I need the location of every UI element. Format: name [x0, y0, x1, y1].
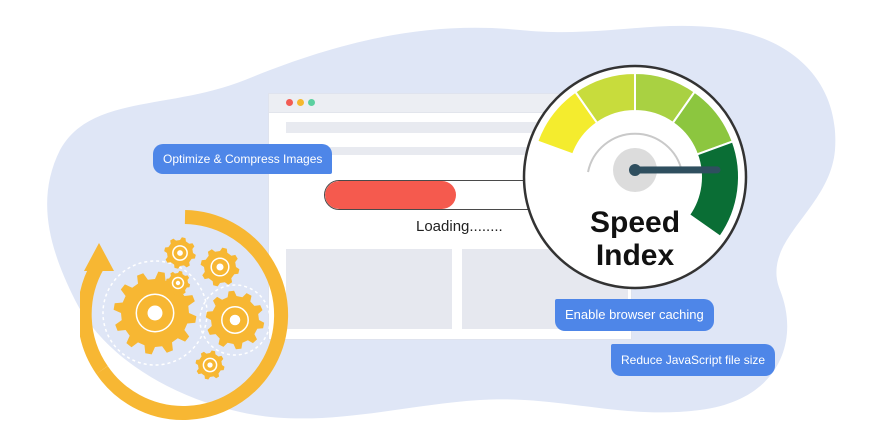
gear-ring	[221, 306, 249, 334]
content-placeholder-panel	[286, 249, 452, 329]
placeholder-line	[286, 147, 586, 155]
circular-arrow-icon	[80, 210, 289, 420]
loading-progress-bar	[324, 180, 544, 210]
loading-label: Loading........	[416, 218, 503, 235]
tip-optimize-images: Optimize & Compress Images	[153, 144, 333, 174]
gears-icon	[80, 210, 289, 420]
gauge-label-speed: Speed	[590, 206, 680, 239]
placeholder-line	[286, 122, 586, 133]
window-close-dot	[286, 99, 293, 106]
gear-ring	[202, 357, 218, 373]
tip-browser-caching: Enable browser caching	[555, 299, 714, 331]
gear-ring	[171, 276, 185, 290]
browser-title-bar	[269, 94, 631, 113]
gear-ring	[172, 245, 188, 261]
window-maximize-dot	[308, 99, 315, 106]
gear-ring	[210, 257, 230, 277]
speedometer-icon: Speed Index	[522, 64, 748, 290]
gear-hub	[207, 362, 213, 368]
gear-hub	[177, 250, 183, 256]
gear-hub	[229, 314, 241, 326]
tip-reduce-javascript: Reduce JavaScript file size	[611, 344, 776, 376]
loading-progress-fill	[325, 181, 456, 209]
gear-hub	[216, 263, 224, 271]
gear-hub	[175, 280, 181, 286]
window-minimize-dot	[297, 99, 304, 106]
gauge-label-index: Index	[596, 239, 675, 272]
gear-hub	[147, 305, 163, 321]
gear-ring	[135, 293, 175, 333]
